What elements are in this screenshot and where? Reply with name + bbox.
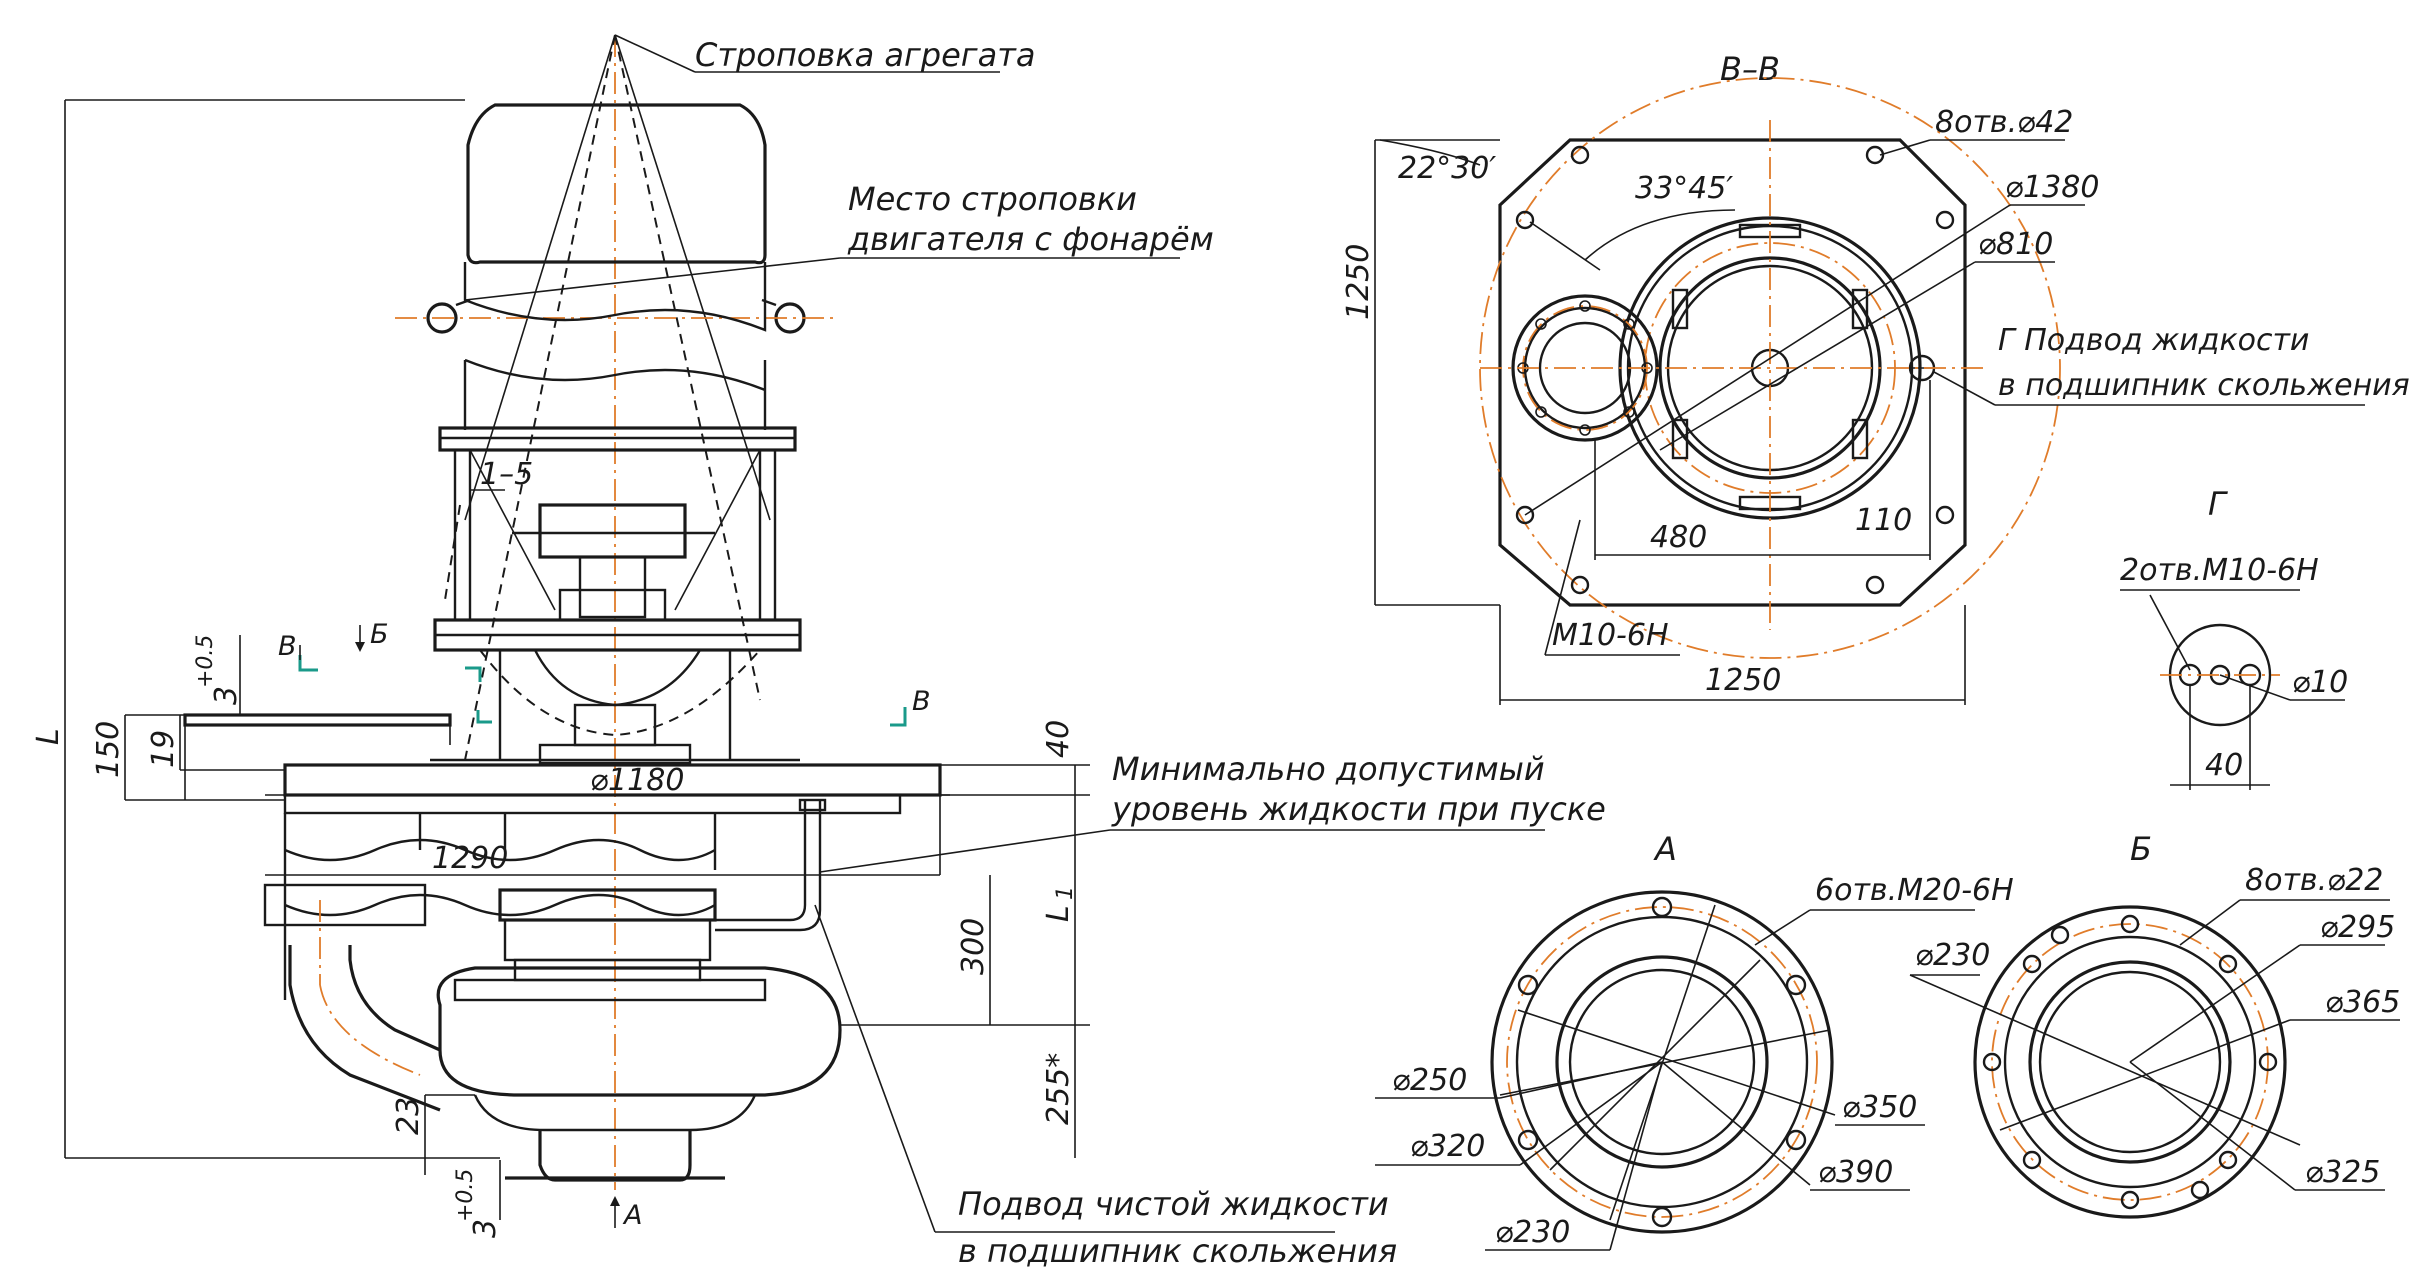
section-label-v-right: В	[912, 686, 931, 717]
callout-motor-slinging-2: двигателя с фонарём	[847, 220, 1214, 258]
dim-255: 255*	[1041, 1053, 1076, 1125]
view-vv-title: В–В	[1720, 50, 1780, 88]
dim-L1-sub: 1	[1053, 886, 1078, 900]
dim-300: 300	[956, 918, 991, 975]
view-a-d390: ⌀390	[1818, 1155, 1893, 1190]
side-plate	[183, 713, 452, 727]
callout-min-level-2: уровень жидкости при пуске	[1111, 790, 1606, 828]
view-b-title: Б	[2130, 830, 2152, 868]
view-g-holes: 2отв.М10-6Н	[2120, 553, 2319, 588]
dim-3-top: 3	[209, 686, 244, 705]
motor-body	[466, 103, 767, 265]
vv-callout-g-1: Г Подвод жидкости	[1998, 323, 2309, 358]
view-b-bolt-holes	[1982, 914, 2278, 1210]
section-label-a: А	[622, 1200, 642, 1231]
view-b-holes: 8отв.⌀22	[2245, 863, 2383, 898]
dim-L1: L	[1041, 905, 1076, 922]
callout-clean-fluid-1: Подвод чистой жидкости	[958, 1185, 1389, 1223]
view-a-d320: ⌀320	[1410, 1129, 1485, 1164]
vv-dim-angle-22: 22°30′	[1398, 151, 1496, 186]
view-b-d365: ⌀365	[2325, 985, 2400, 1020]
view-a: А 6отв.М20-6Н ⌀250 ⌀320 ⌀23	[1375, 830, 2014, 1251]
dim-150: 150	[91, 721, 126, 778]
callout-clean-fluid-2: в подшипник скольжения	[958, 1232, 1397, 1270]
vv-dim-holes: 8отв.⌀42	[1935, 105, 2073, 140]
view-g: Г 2отв.М10-6Н ⌀10 40	[2120, 485, 2348, 790]
view-a-title: А	[1653, 830, 1677, 868]
dim-3-top-tol: +0.5	[193, 635, 218, 688]
view-a-bolt-holes	[1517, 896, 1807, 1228]
view-b-d295: ⌀295	[2320, 910, 2395, 945]
section-mark-a: А	[610, 1196, 642, 1231]
section-mark-b-left: В	[278, 631, 318, 672]
section-mark-bb: Б	[355, 619, 389, 652]
view-a-d350: ⌀350	[1842, 1090, 1917, 1125]
view-g-d40: 40	[2205, 748, 2243, 783]
vv-dim-d1380: ⌀1380	[2005, 170, 2099, 205]
volute-casing	[436, 966, 842, 1097]
section-mark-b-right: В	[890, 686, 931, 727]
vv-dim-m10: М10-6Н	[1552, 618, 1669, 653]
dim-3-bottom: 3	[468, 1219, 503, 1238]
dim-23: 23	[391, 1097, 426, 1135]
dim-19: 19	[146, 730, 181, 768]
view-a-flange-outer	[1490, 890, 1834, 1234]
vv-dim-angle-33: 33°45′	[1635, 171, 1733, 206]
view-b: Б 8отв.⌀22 ⌀230 ⌀295 ⌀365	[1909, 830, 2400, 1219]
dim-gap-coupling: 1–5	[480, 457, 533, 492]
view-a-holes: 6отв.М20-6Н	[1815, 873, 2014, 908]
view-b-d325: ⌀325	[2305, 1155, 2380, 1190]
vv-base-plate	[1498, 138, 1967, 607]
section-label-v-left: В	[278, 631, 297, 662]
vv-dim-w1250: 1250	[1705, 663, 1781, 698]
main-elevation-view: 1–5	[31, 34, 1606, 1270]
view-g-d10: ⌀10	[2292, 665, 2348, 700]
dim-diam-1180: ⌀1180	[590, 763, 684, 798]
view-vv: В–В	[1341, 50, 2410, 705]
view-b-d230: ⌀230	[1915, 938, 1990, 973]
vv-callout-g-2: в подшипник скольжения	[1998, 368, 2410, 403]
section-label-bb: Б	[370, 619, 389, 650]
view-a-d250: ⌀250	[1392, 1063, 1467, 1098]
callout-min-level-1: Минимально допустимый	[1112, 750, 1545, 788]
lifting-eye-left	[426, 302, 458, 334]
callout-motor-slinging-1: Место строповки	[848, 180, 1137, 218]
view-g-title: Г	[2208, 485, 2228, 523]
vv-bolt-holes	[1515, 145, 1955, 595]
discharge-elbow	[288, 945, 441, 1112]
vv-dim-480: 480	[1650, 520, 1707, 555]
vv-dim-d810: ⌀810	[1978, 227, 2053, 262]
dim-1290: 1290	[432, 841, 508, 876]
dim-3-bottom-tol: +0.5	[453, 1169, 478, 1222]
view-b-flange-outer	[1973, 905, 2287, 1219]
view-a-d230: ⌀230	[1495, 1215, 1570, 1250]
callout-unit-slinging: Строповка агрегата	[695, 36, 1035, 74]
vv-dim-110: 110	[1855, 503, 1912, 538]
dim-L: L	[31, 728, 66, 745]
vv-dim-h1250: 1250	[1341, 244, 1376, 320]
dim-40: 40	[1041, 720, 1076, 758]
coupling	[538, 503, 687, 559]
